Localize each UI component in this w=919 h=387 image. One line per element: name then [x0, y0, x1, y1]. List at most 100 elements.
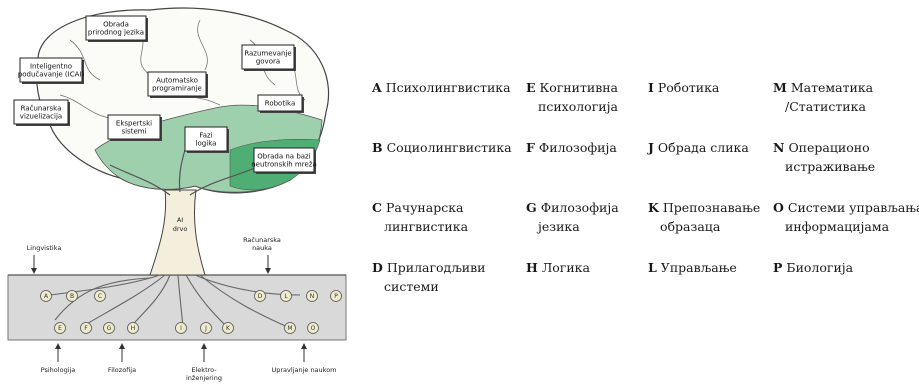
- area-box-label: Obrada: [103, 21, 129, 29]
- legend-text: Социолингвистика: [387, 140, 512, 155]
- root-node-c: C: [95, 291, 106, 302]
- area-box-label: Ekspertski: [116, 120, 152, 128]
- legend-text: Системи управљања: [788, 200, 919, 215]
- root-node-g: G: [104, 323, 115, 334]
- legend-text: Роботика: [658, 80, 720, 95]
- area-box-robotics: Robotika: [258, 95, 304, 113]
- legend-text: информацијама: [773, 217, 919, 236]
- area-box-label: prirodnog jezika: [88, 29, 144, 37]
- root-node-b: B: [67, 291, 78, 302]
- legend-item-e: EКогнитивнапсихологија: [526, 78, 618, 116]
- root-node-k: K: [223, 323, 234, 334]
- legend-letter: A: [372, 80, 382, 95]
- bottom-label-elec: Elektro-inženjering: [186, 343, 222, 382]
- bottom-labels: Psihologija Filozofija Elektro-inženjering…: [41, 343, 337, 382]
- area-box-label: Robotika: [265, 100, 295, 108]
- legend-letter: I: [648, 80, 654, 95]
- legend-item-l: L Управљање: [648, 258, 737, 277]
- trunk-label-line2: drvo: [173, 225, 188, 233]
- root-node-m: M: [285, 323, 296, 334]
- legend-letter: M: [773, 80, 787, 95]
- legend-letter: O: [773, 200, 784, 215]
- legend-text: Филозофија: [541, 200, 619, 215]
- area-box-label: Obrada na bazi: [257, 153, 310, 161]
- legend-letter: F: [526, 140, 535, 155]
- bottom-label-text: Filozofija: [108, 366, 136, 374]
- bottom-label-text: Upravljanje naukom: [271, 366, 336, 374]
- label-lingvistika: Lingvistika: [27, 244, 62, 252]
- legend-item-m: MМатематика/Статистика: [773, 78, 873, 116]
- area-box-label: sistemi: [121, 128, 146, 136]
- legend-text: Обрада слика: [658, 140, 749, 155]
- ai-tree-illustration: AI drvo Lingvistika Računarska nauka ABC…: [0, 0, 350, 387]
- legend-letter: D: [372, 260, 383, 275]
- root-node-letter: B: [70, 293, 74, 300]
- root-node-letter: E: [58, 325, 62, 332]
- root-node-a: A: [41, 291, 52, 302]
- legend-text: лингвистика: [372, 217, 468, 236]
- label-racunarska-line1: Računarska: [243, 236, 281, 244]
- legend-item-i: I Роботика: [648, 78, 719, 97]
- legend-text: Психолингвистика: [386, 80, 511, 95]
- legend-text: Управљање: [661, 260, 737, 275]
- bottom-label-text: Elektro-: [191, 366, 217, 374]
- legend-letter: N: [773, 140, 784, 155]
- root-node-j: J: [201, 323, 212, 334]
- bottom-label-phil: Filozofija: [108, 343, 136, 374]
- legend-item-k: KПрепознавањеобразаца: [648, 198, 760, 236]
- root-node-e: E: [55, 323, 66, 334]
- area-box-label: govora: [256, 58, 280, 66]
- legend-text: Операционо: [788, 140, 869, 155]
- root-node-l: L: [281, 291, 292, 302]
- area-box-label: podučavanje (ICAI): [18, 71, 85, 79]
- legend-letter: G: [526, 200, 537, 215]
- root-node-letter: J: [204, 325, 207, 332]
- legend-item-n: N Операционо истраживање: [773, 138, 875, 176]
- bottom-arrowhead: [119, 343, 125, 349]
- area-box-label: Računarska: [21, 105, 62, 113]
- area-box-label: Inteligentno: [30, 63, 72, 71]
- root-node-letter: N: [310, 293, 315, 300]
- legend-letter: J: [648, 140, 654, 155]
- bottom-label-psych: Psihologija: [41, 343, 76, 374]
- root-node-p: P: [331, 291, 342, 302]
- area-box-label: Fazi: [199, 132, 212, 140]
- bottom-label-text: Psihologija: [41, 366, 76, 374]
- legend-item-g: GФилозофијајезика: [526, 198, 619, 236]
- root-node-letter: C: [98, 293, 102, 300]
- root-node-letter: G: [107, 325, 112, 332]
- legend-letter: K: [648, 200, 659, 215]
- area-box-label: logika: [196, 140, 217, 148]
- root-node-letter: O: [311, 325, 316, 332]
- legend-text: образаца: [648, 217, 760, 236]
- root-node-d: D: [255, 291, 266, 302]
- area-box-label: Razumevanje: [244, 50, 291, 58]
- legend-text: истраживање: [773, 157, 875, 176]
- area-box-label: neutronskih mreža: [251, 161, 317, 169]
- bottom-label-mgmt: Upravljanje naukom: [271, 343, 336, 374]
- legend-item-a: A Психолингвистика: [372, 78, 511, 97]
- legend-letter: P: [773, 260, 782, 275]
- legend-item-j: J Обрада слика: [648, 138, 749, 157]
- trunk-label-line1: AI: [177, 216, 183, 224]
- root-node-letter: M: [287, 325, 292, 332]
- legend-text: /Статистика: [773, 97, 873, 116]
- root-node-n: N: [307, 291, 318, 302]
- area-box-label: programiranje: [152, 85, 202, 93]
- legend-letter: L: [648, 260, 657, 275]
- legend-item-o: O Системи управљања информацијама: [773, 198, 919, 236]
- legend-text: Когнитивна: [540, 80, 618, 95]
- bottom-arrowhead: [201, 343, 207, 349]
- legend-letter: B: [372, 140, 383, 155]
- bottom-label-text: inženjering: [186, 374, 222, 382]
- bottom-arrowhead: [55, 343, 61, 349]
